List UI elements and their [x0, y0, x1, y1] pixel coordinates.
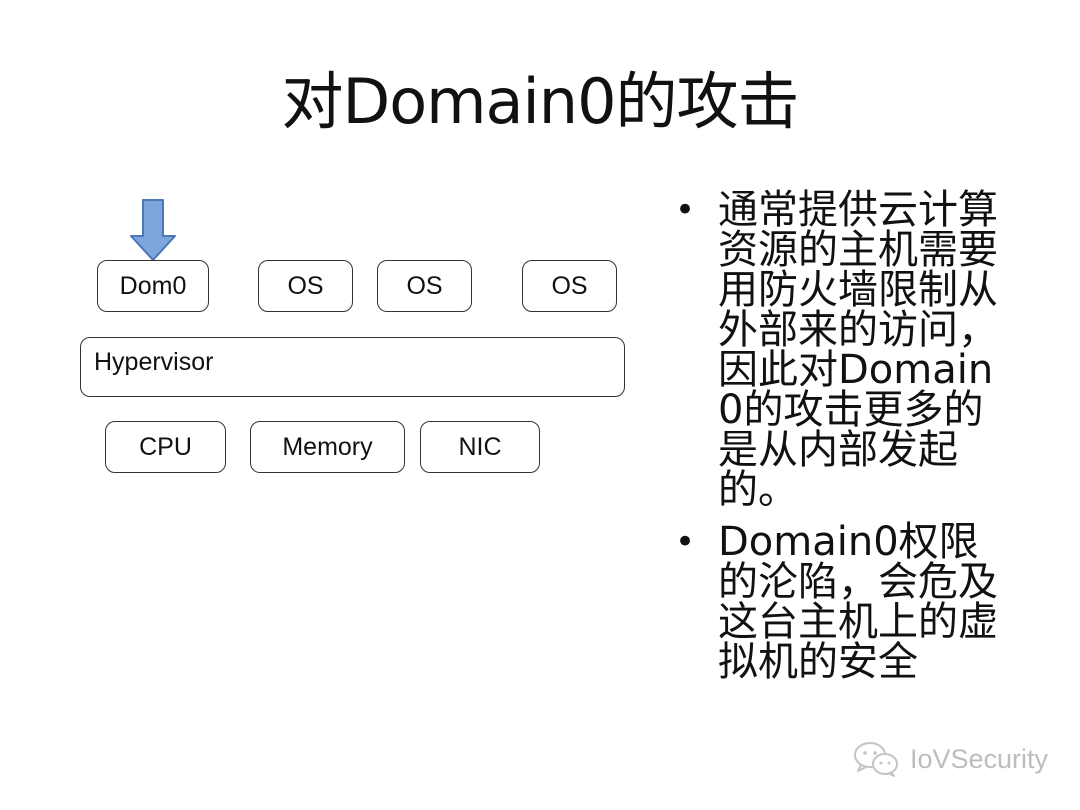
slide-title: 对Domain0的攻击 — [281, 65, 799, 138]
bullet-dot: • — [675, 190, 696, 230]
os-box-1: OS — [258, 260, 353, 312]
memory-box: Memory — [250, 421, 405, 473]
bullet-dot: • — [675, 522, 696, 562]
cpu-box: CPU — [105, 421, 226, 473]
down-arrow-icon — [130, 199, 176, 261]
nic-box: NIC — [420, 421, 540, 473]
bullet-item: • Domain0权限的沦陷，会危及这台主机上的虚拟机的安全 — [672, 522, 1012, 682]
bullet-list: • 通常提供云计算资源的主机需要用防火墙限制从外部来的访问，因此对Domain0… — [672, 190, 1012, 694]
watermark-text: IoVSecurity — [909, 743, 1048, 774]
bullet-text: Domain0权限的沦陷，会危及这台主机上的虚拟机的安全 — [718, 519, 998, 685]
bullet-text: 通常提供云计算资源的主机需要用防火墙限制从外部来的访问，因此对Domain0的攻… — [718, 187, 998, 513]
dom0-box: Dom0 — [97, 260, 209, 312]
wechat-icon — [853, 742, 898, 777]
hypervisor-box: Hypervisor — [80, 337, 625, 397]
os-box-2: OS — [377, 260, 472, 312]
watermark: IoVSecurity — [852, 740, 1048, 778]
os-box-3: OS — [522, 260, 617, 312]
bullet-item: • 通常提供云计算资源的主机需要用防火墙限制从外部来的访问，因此对Domain0… — [672, 190, 1012, 510]
